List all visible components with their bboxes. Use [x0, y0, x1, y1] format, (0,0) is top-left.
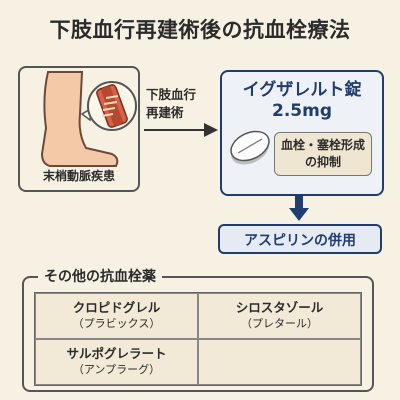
effect-line1: 血栓・塞栓形成: [280, 138, 365, 152]
brand-name: （プラビックス）: [72, 317, 161, 330]
leg-icon: [40, 71, 137, 167]
generic-name: クロピドグレル: [72, 300, 161, 315]
empty-cell: [198, 339, 361, 385]
procedure-label: 下肢血行 再建術: [146, 86, 210, 122]
pad-illustration-box: 末梢動脈疾患: [18, 66, 140, 192]
drug-name-line2: 2.5mg: [272, 101, 332, 121]
effect-line2: の抑制: [304, 155, 341, 169]
disease-label: 末梢動脈疾患: [42, 169, 115, 183]
brand-name: （プレタール）: [241, 317, 318, 330]
generic-name: シロスタゾール: [235, 300, 324, 315]
procedure-label-line1: 下肢血行: [146, 87, 197, 102]
down-arrow-icon: [289, 196, 309, 221]
effect-box: 血栓・塞栓形成 の抑制: [274, 132, 372, 176]
artery-icon: [96, 84, 128, 128]
other-drugs-grid: クロピドグレル （プラビックス） シロスタゾール （プレタール） サルポグレラー…: [34, 292, 362, 386]
aspirin-combination-box: アスピリンの併用: [218, 224, 382, 254]
right-arrow-icon: [144, 123, 218, 137]
other-drugs-title: その他の抗血栓薬: [38, 266, 162, 286]
pill-icon: [230, 130, 270, 165]
xarelto-box: イグザレルト錠 2.5mg 血栓・塞栓形成 の抑制: [220, 70, 384, 196]
drug-cell: サルポグレラート （アンプラーグ）: [35, 339, 198, 385]
drug-cell: クロピドグレル （プラビックス）: [35, 293, 198, 339]
other-drugs-box: その他の抗血栓薬 クロピドグレル （プラビックス） シロスタゾール （プレタール…: [22, 266, 374, 392]
brand-name: （アンプラーグ）: [72, 363, 161, 376]
generic-name: サルポグレラート: [66, 346, 167, 361]
procedure-label-line2: 再建術: [146, 105, 184, 120]
drug-name: イグザレルト錠 2.5mg: [232, 80, 372, 122]
page-title: 下肢血行再建術後の抗血栓療法: [49, 18, 351, 42]
drug-name-line1: イグザレルト錠: [242, 80, 362, 100]
drug-cell: シロスタゾール （プレタール）: [198, 293, 361, 339]
